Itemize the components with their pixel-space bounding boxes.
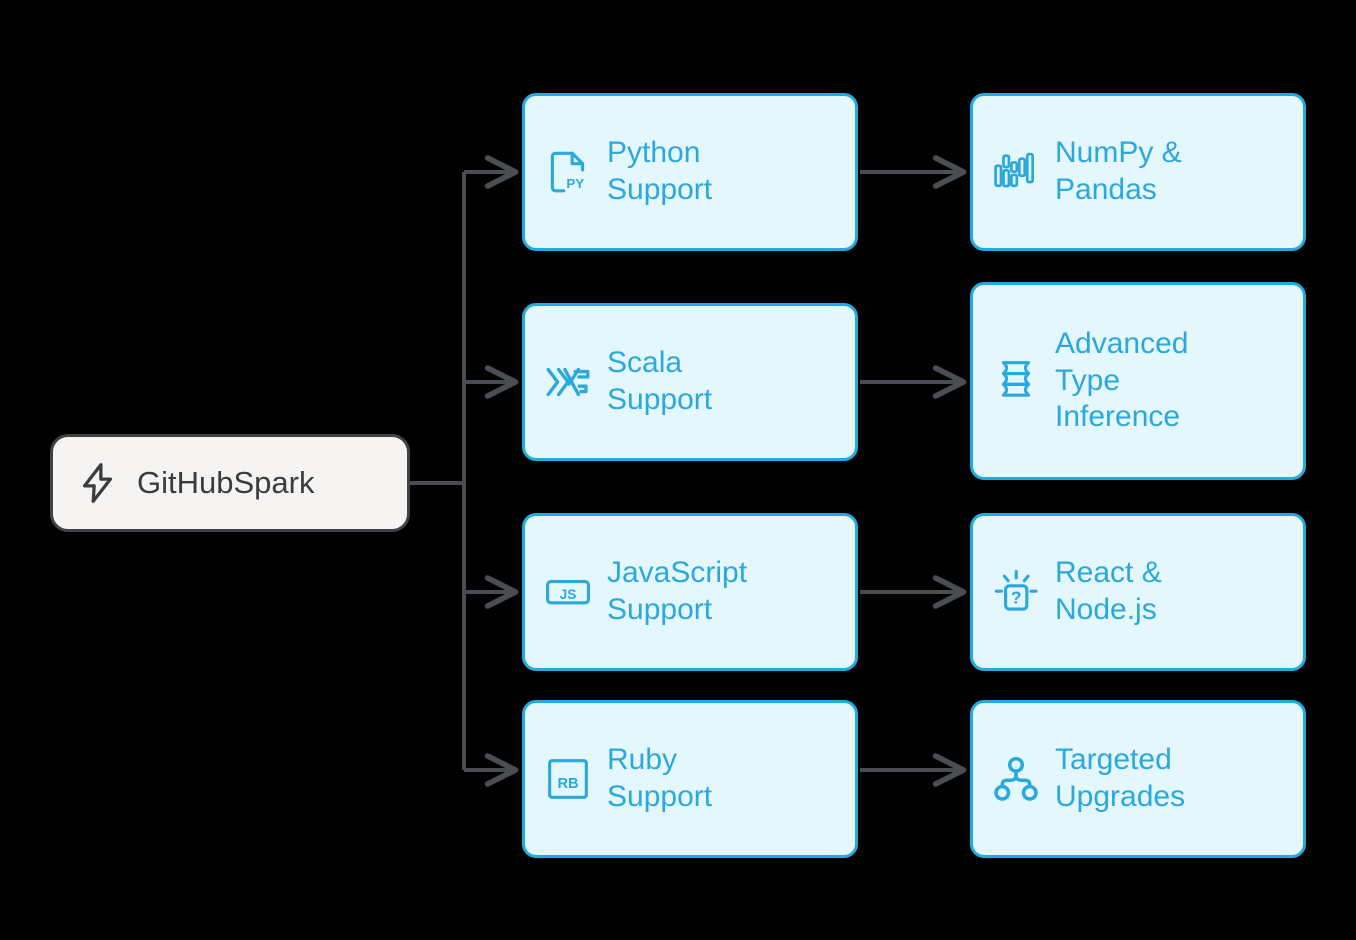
svg-text:JS: JS: [560, 587, 577, 602]
node-react-nodejs[interactable]: ? React & Node.js: [970, 513, 1306, 671]
node-githubspark[interactable]: GitHubSpark: [50, 434, 410, 532]
rb-badge-icon: RB: [543, 754, 593, 804]
question-box-icon: ?: [991, 567, 1041, 617]
node-ruby-support[interactable]: RB Ruby Support: [522, 700, 858, 858]
node-label: Targeted Upgrades: [1055, 743, 1186, 813]
node-label: Scala Support: [607, 346, 713, 416]
node-targeted-upgrades[interactable]: Targeted Upgrades: [970, 700, 1306, 858]
node-label: Python Support: [607, 136, 713, 206]
scala-lambda-icon: [543, 357, 593, 407]
node-label: React & Node.js: [1055, 556, 1162, 626]
node-advanced-type-inference[interactable]: Advanced Type Inference: [970, 282, 1306, 480]
hierarchy-tree-icon: [991, 754, 1041, 804]
node-label: NumPy & Pandas: [1055, 136, 1182, 206]
node-javascript-support[interactable]: JS JavaScript Support: [522, 513, 858, 671]
python-file-icon: PY: [543, 147, 593, 197]
node-label: Advanced Type Inference: [1055, 327, 1189, 434]
svg-text:?: ?: [1011, 588, 1022, 608]
svg-text:RB: RB: [557, 776, 578, 792]
svg-text:PY: PY: [566, 176, 584, 191]
node-label: Ruby Support: [607, 743, 713, 813]
node-scala-support[interactable]: Scala Support: [522, 303, 858, 461]
data-array-icon: [991, 147, 1041, 197]
js-badge-icon: JS: [543, 567, 593, 617]
node-numpy-pandas[interactable]: NumPy & Pandas: [970, 93, 1306, 251]
node-python-support[interactable]: PY Python Support: [522, 93, 858, 251]
lightning-bolt-icon: [75, 460, 121, 506]
stacked-layers-icon: [991, 356, 1041, 406]
node-label: JavaScript Support: [607, 556, 748, 626]
node-label: GitHubSpark: [137, 465, 315, 501]
